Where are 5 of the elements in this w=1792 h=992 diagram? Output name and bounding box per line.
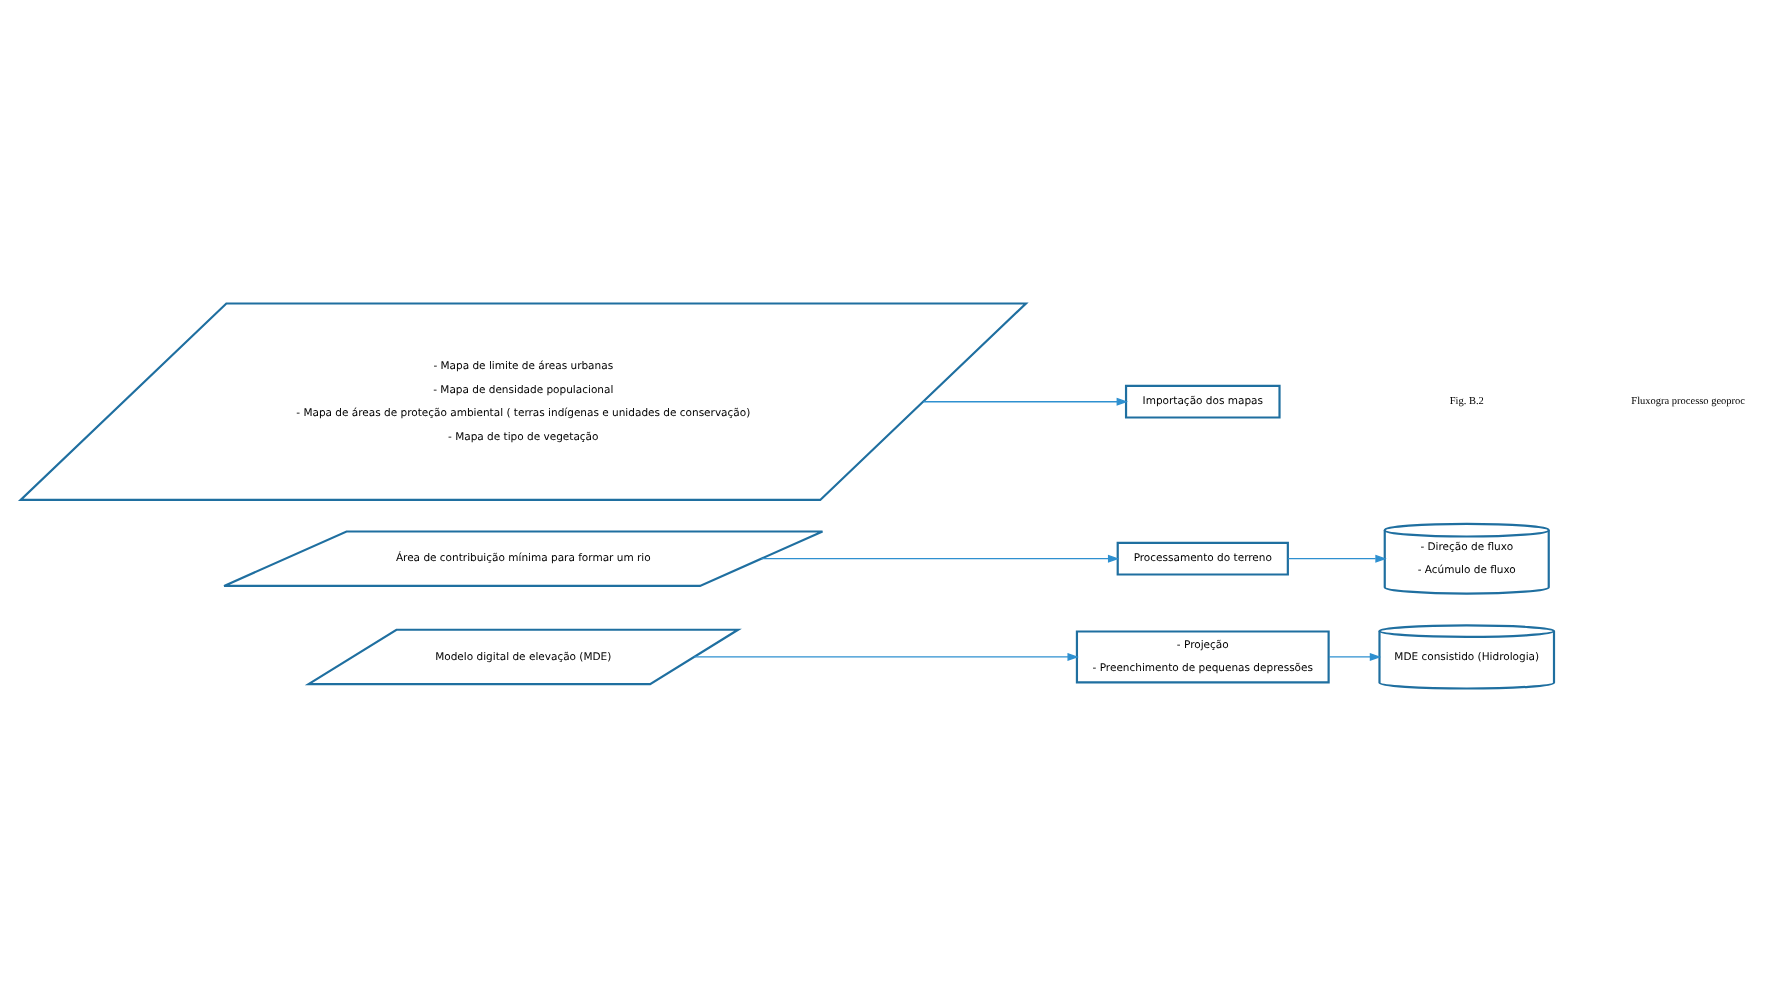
arrow [922,397,1128,406]
arrow [693,652,1079,661]
arrow [760,554,1120,563]
arrow [1328,652,1382,661]
arrow [1287,554,1387,563]
